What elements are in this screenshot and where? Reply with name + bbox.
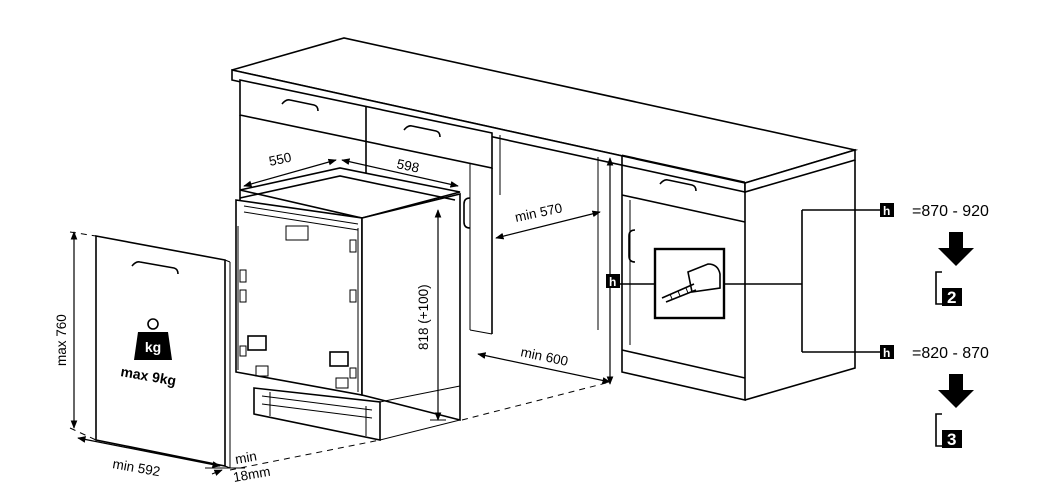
height-option-2	[880, 345, 974, 448]
height-option-1	[880, 203, 974, 306]
kitchen-cabinet	[231, 37, 859, 402]
arrow-down-icon	[938, 374, 974, 408]
weight-kg-icon	[134, 318, 172, 360]
dimension-lines	[69, 157, 614, 476]
dim-door-width-label: min 592	[111, 456, 161, 479]
height-range-1: =870 - 920	[912, 203, 989, 220]
height-symbol-opt1: h	[883, 204, 890, 218]
step-number-icon	[935, 271, 942, 305]
dim-door-thickness-value: 18mm	[232, 464, 272, 485]
tape-measure-icon	[661, 263, 721, 303]
step-number-2: 3	[947, 430, 956, 449]
height-callout	[606, 209, 880, 353]
dim-door-thickness-min: min	[234, 448, 258, 467]
height-symbol-side: h	[609, 275, 616, 289]
step-number-icon	[935, 413, 942, 447]
arrow-down-icon	[938, 232, 974, 266]
dim-cabinet-depth-label: min 570	[514, 200, 564, 225]
height-symbol-opt2: h	[883, 346, 890, 360]
dim-door-height-label: max 760	[54, 314, 69, 366]
weight-unit-label: kg	[145, 339, 161, 355]
height-range-2: =820 - 870	[912, 345, 989, 362]
dim-height-range-label: 818 (+100)	[416, 284, 431, 350]
dim-width-label: 598	[395, 156, 420, 175]
step-number-1: 2	[947, 288, 956, 307]
dim-floor-width-label: min 600	[519, 344, 569, 369]
dim-depth-label: 550	[268, 150, 293, 169]
